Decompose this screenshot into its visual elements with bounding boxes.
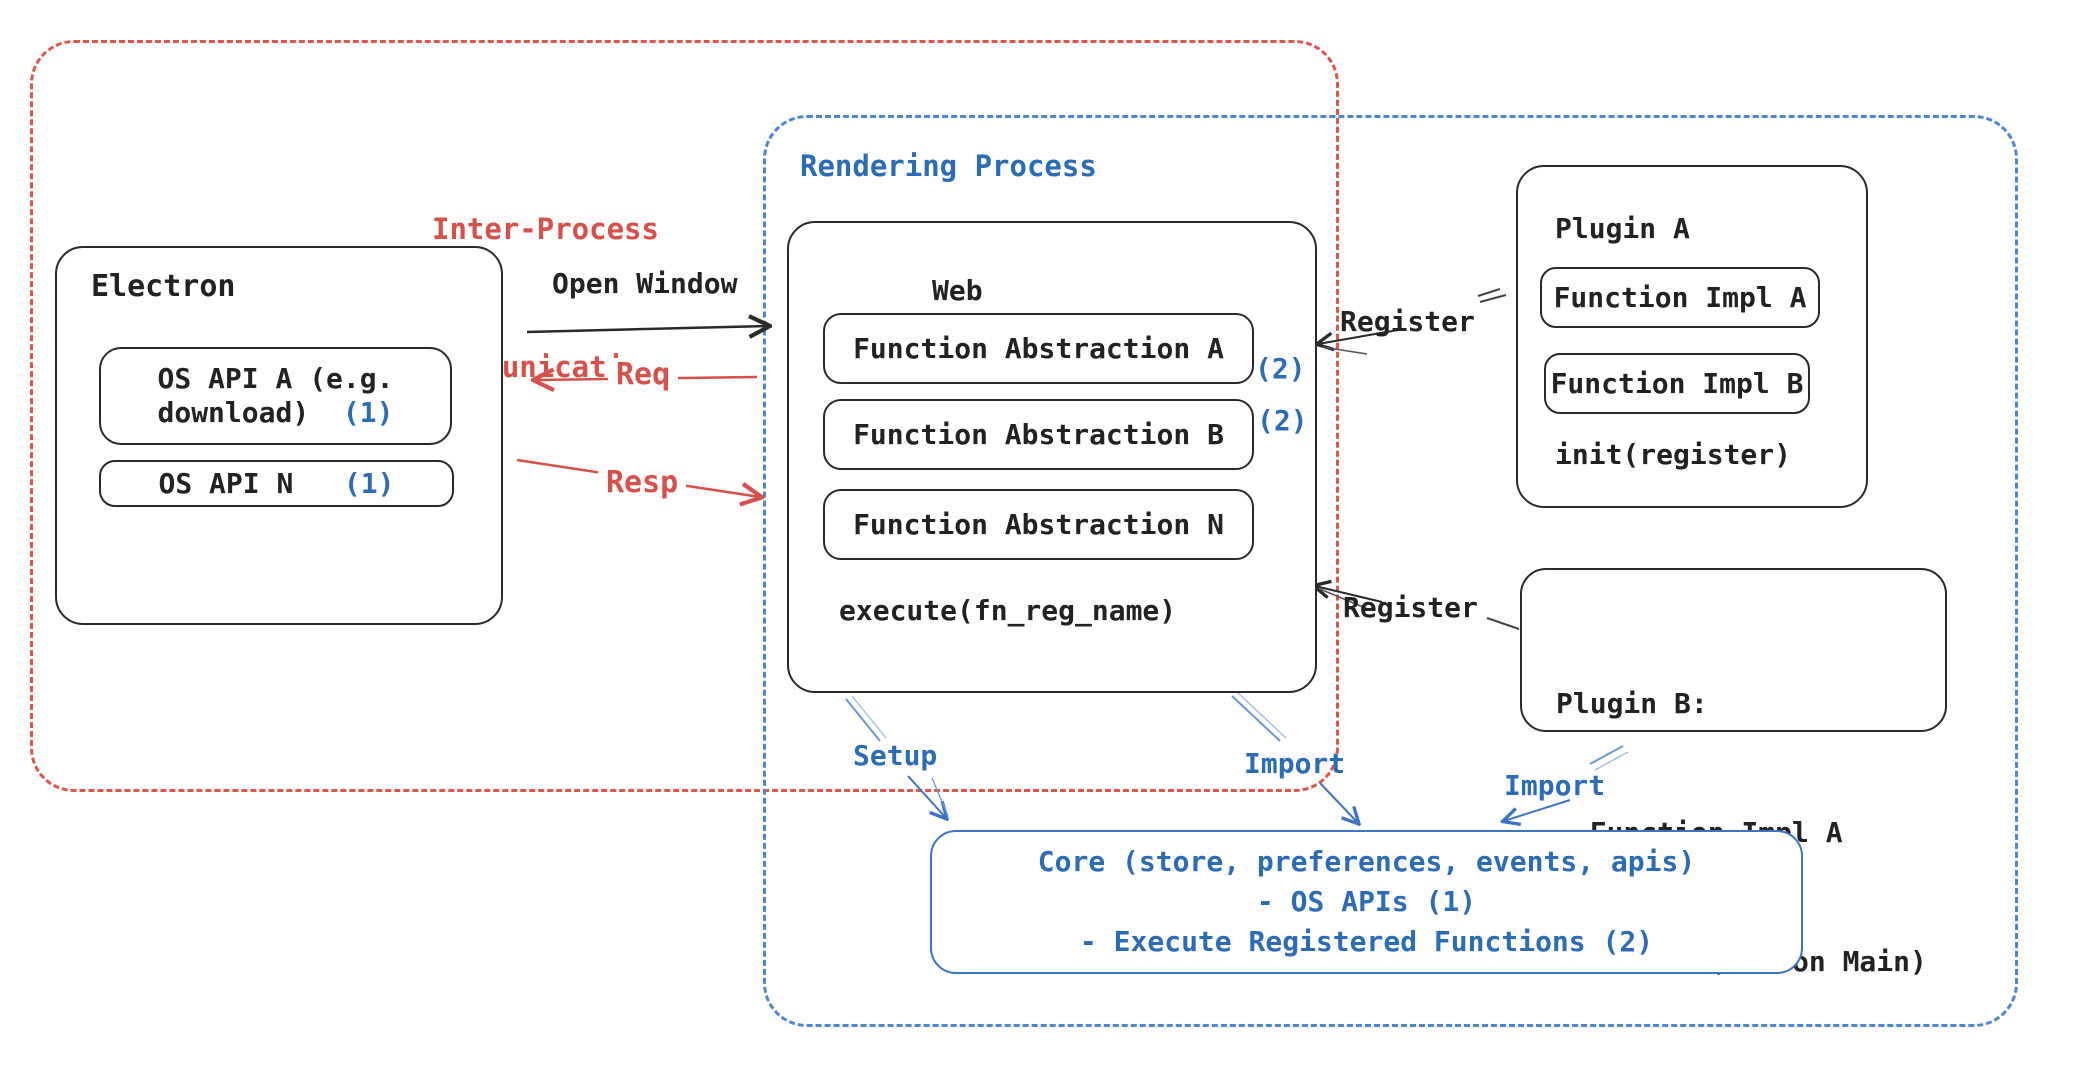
os-api-a-line1: OS API A (e.g. xyxy=(157,362,394,395)
plugin-b-box: Plugin B: - Function Impl A - Module (ru… xyxy=(1520,568,1947,978)
electron-title: Electron xyxy=(91,269,236,304)
os-api-a-box: OS API A (e.g. download) (1) xyxy=(99,347,452,445)
import-1-label: Import xyxy=(1244,747,1346,780)
plugin-a-title: Plugin A xyxy=(1555,212,1690,245)
init-register-label: init(register) xyxy=(1555,438,1792,471)
os-api-n-box: OS API N (1) xyxy=(99,460,454,507)
function-impl-a-label: Function Impl A xyxy=(1553,281,1807,314)
electron-box: Electron OS API A (e.g. download) (1) OS… xyxy=(55,246,503,625)
os-api-n-label: OS API N xyxy=(158,467,294,500)
rendering-process-label: Rendering Process xyxy=(800,149,1097,183)
execute-label: execute(fn_reg_name) xyxy=(839,594,1177,627)
web-box: Web Function Abstraction A Function Abst… xyxy=(787,221,1317,693)
os-api-a-badge: (1) xyxy=(342,396,394,429)
function-impl-b-label: Function Impl B xyxy=(1550,367,1804,400)
web-title: Web xyxy=(932,274,983,307)
os-api-n-badge: (1) xyxy=(343,467,395,500)
req-label: Req xyxy=(608,357,679,393)
plugin-b-line1: Plugin B: xyxy=(1556,687,1708,720)
import-2-label: Import xyxy=(1504,769,1606,802)
function-abstraction-a-badge: (2) xyxy=(1255,352,1306,385)
os-api-n-gap xyxy=(293,467,344,500)
function-abstraction-b-badge: (2) xyxy=(1257,404,1308,437)
open-window-label: Open Window xyxy=(552,267,738,300)
plugin-a-box: Plugin A Function Impl A Function Impl B… xyxy=(1516,165,1868,508)
resp-label: Resp xyxy=(598,465,687,501)
ipc-label-line1: Inter-Process xyxy=(432,212,659,246)
os-api-a-line2: download) xyxy=(157,396,310,429)
core-line1: Core (store, preferences, events, apis) xyxy=(1037,845,1696,878)
function-impl-a-box: Function Impl A xyxy=(1540,267,1820,328)
function-abstraction-b-box: Function Abstraction B xyxy=(823,399,1254,470)
function-abstraction-b-label: Function Abstraction B xyxy=(853,418,1224,451)
function-impl-b-box: Function Impl B xyxy=(1544,353,1810,414)
core-line2: - OS APIs (1) xyxy=(1256,885,1477,918)
core-line3: - Execute Registered Functions (2) xyxy=(1079,925,1654,958)
function-abstraction-n-box: Function Abstraction N xyxy=(823,489,1254,560)
core-box: Core (store, preferences, events, apis) … xyxy=(930,830,1803,974)
function-abstraction-n-label: Function Abstraction N xyxy=(853,508,1224,541)
rendering-process-dashed-box xyxy=(763,115,2018,1027)
setup-label: Setup xyxy=(853,739,938,772)
os-api-a-line2-wrap: download) (1) xyxy=(157,396,393,430)
ipc-dashed-box xyxy=(30,40,1339,792)
register-2-label: Register xyxy=(1343,591,1478,624)
register-1-label: Register xyxy=(1340,305,1475,338)
function-abstraction-a-box: Function Abstraction A xyxy=(823,313,1254,384)
function-abstraction-a-label: Function Abstraction A xyxy=(853,332,1224,365)
